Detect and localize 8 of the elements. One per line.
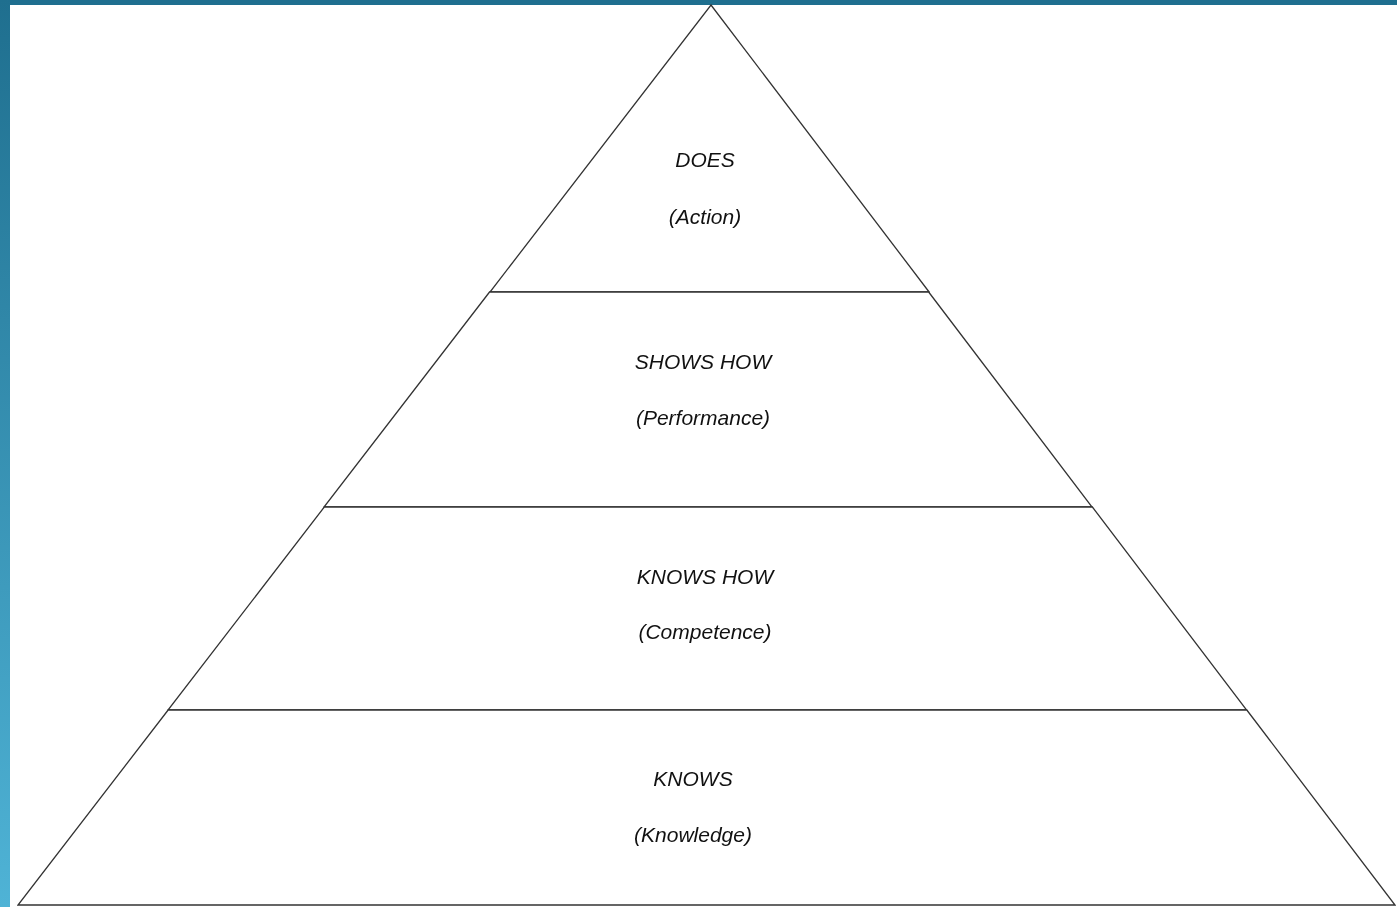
tier-heading: KNOWS — [653, 767, 733, 791]
tier-subtitle: (Action) — [668, 205, 742, 229]
tier-heading: DOES — [675, 148, 735, 172]
tier-heading: SHOWS HOW — [634, 350, 772, 374]
tier-subtitle: (Competence) — [638, 620, 772, 644]
tier-subtitle: (Performance) — [635, 406, 771, 430]
tier-subtitle: (Knowledge) — [634, 823, 752, 847]
tier-heading: KNOWS HOW — [636, 565, 774, 589]
